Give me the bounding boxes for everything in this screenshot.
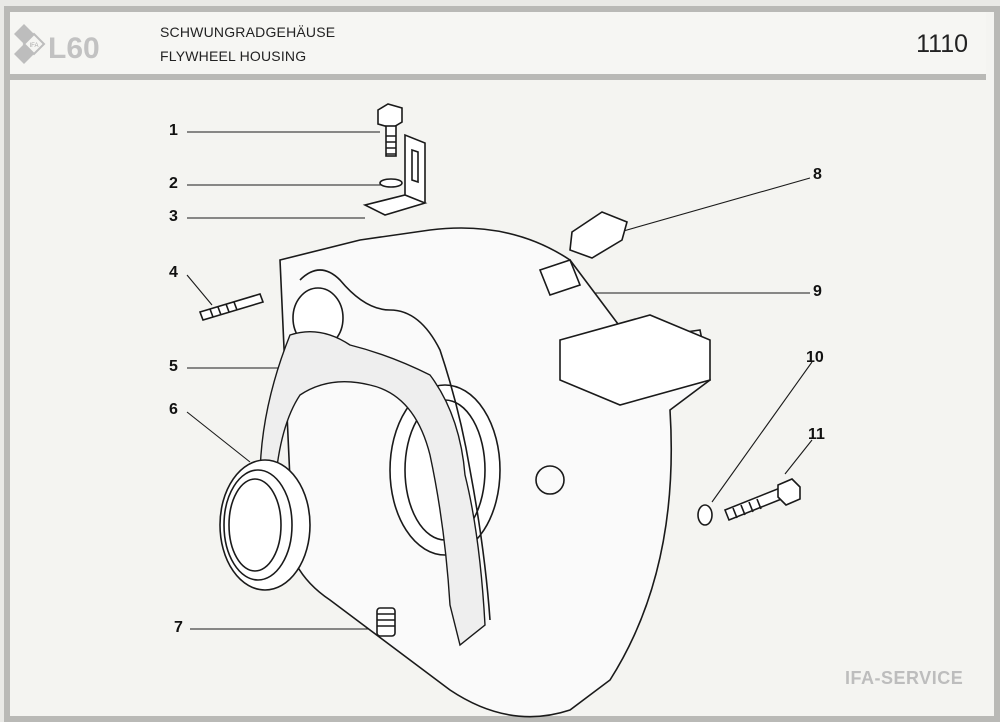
stud-part-4 (198, 293, 265, 321)
callout-8: 8 (813, 166, 822, 183)
callout-1: 1 (169, 122, 178, 139)
callout-6: 6 (169, 401, 178, 418)
svg-text:IFA: IFA (29, 43, 38, 49)
svg-text:L60: L60 (48, 32, 100, 65)
gasket-part-5 (259, 330, 486, 647)
plug-part-7 (376, 607, 396, 637)
spring-washer-part-10 (697, 504, 713, 526)
bolt-part-1 (377, 103, 403, 157)
ifa-l60-logo: IFA L60 (14, 24, 100, 65)
page-number: 1110 (916, 30, 968, 58)
callout-11: 11 (808, 426, 825, 443)
slot-part-9 (538, 259, 582, 296)
bracket-part-3 (362, 133, 428, 216)
seal-ring-part-6 (219, 459, 311, 591)
callout-4: 4 (169, 264, 178, 281)
callout-10: 10 (806, 349, 824, 366)
flywheel-housing (279, 227, 711, 718)
callout-5: 5 (169, 358, 178, 375)
callout-3: 3 (169, 208, 178, 225)
leader-lines (186, 131, 813, 630)
callout-9: 9 (813, 283, 822, 300)
title-german: SCHWUNGRADGEHÄUSE (160, 24, 336, 40)
footer-brand: IFA-SERVICE (845, 668, 964, 688)
title-english: FLYWHEEL HOUSING (160, 48, 307, 64)
cover-part-8 (569, 211, 628, 259)
callout-7: 7 (174, 619, 183, 636)
bolt-part-11 (723, 478, 801, 522)
callout-2: 2 (169, 175, 178, 192)
header-band (10, 12, 986, 80)
washer-part-2 (379, 178, 403, 188)
